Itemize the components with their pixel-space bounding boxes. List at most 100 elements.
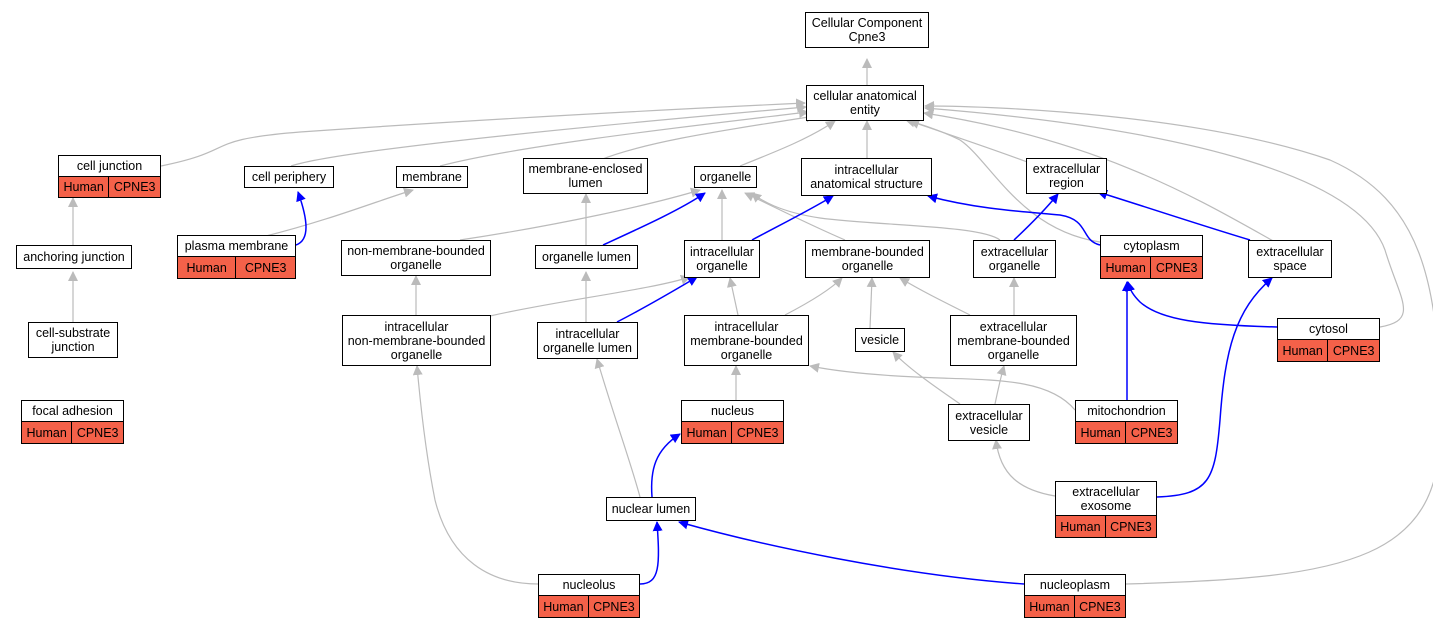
edge-exosome-exspace [1156, 277, 1273, 498]
edge-organelle-cae [739, 120, 836, 167]
edge-plasmamembrane-cellperiphery [295, 191, 307, 246]
node-plasma-membrane[interactable]: plasma membrane [177, 235, 296, 257]
annotation-extracellular-exosome: Human CPNE3 [1055, 516, 1157, 538]
gene-label: CPNE3 [235, 257, 295, 278]
node-cytoplasm[interactable]: cytoplasm [1100, 235, 1203, 257]
gene-label: CPNE3 [1073, 596, 1125, 617]
node-intracellular-membrane-bounded-organelle[interactable]: intracellular membrane-bounded organelle [684, 315, 809, 366]
node-extracellular-exosome[interactable]: extracellular exosome [1055, 481, 1157, 516]
edge-cytosol-cytoplasm [1125, 281, 1278, 328]
species-label: Human [1060, 519, 1101, 534]
node-extracellular-space[interactable]: extracellular space [1248, 240, 1332, 278]
edge-imbo-mbo [784, 277, 843, 316]
annotation-cytoplasm: Human CPNE3 [1100, 257, 1203, 279]
edge-exves-vesicle [892, 351, 961, 405]
gene-label: CPNE3 [587, 596, 639, 617]
species-label: Human [26, 425, 67, 440]
species-label: Human [63, 180, 104, 194]
annotation-mitochondrion: Human CPNE3 [1075, 422, 1178, 444]
annotation-nucleolus: Human CPNE3 [538, 596, 640, 618]
species-label: Human [1282, 343, 1323, 358]
edge-cytoplasm-cae [905, 117, 1101, 243]
edge-nuclumen-nucleus [650, 433, 681, 498]
edge-nuclumen-iol [594, 358, 641, 498]
gene-label: CPNE3 [108, 177, 160, 197]
edge-intraorg-ias [751, 195, 834, 241]
edge-orglumen-organelle [602, 192, 706, 246]
edge-exspace-cae [923, 109, 1276, 243]
edge-nucleolus-inmbo [412, 365, 539, 585]
gene-label: CPNE3 [731, 422, 783, 443]
node-extracellular-region[interactable]: extracellular region [1026, 158, 1107, 194]
node-cytosol[interactable]: cytosol [1277, 318, 1380, 340]
node-anchoring-junction[interactable]: anchoring junction [16, 245, 132, 269]
edge-inmbo-intraorg [489, 275, 691, 317]
edge-iol-intraorg [616, 276, 698, 323]
node-intracellular-anatomical-structure[interactable]: intracellular anatomical structure [801, 158, 932, 196]
species-label: Human [1029, 599, 1070, 614]
species-label: Human [543, 599, 584, 614]
gene-label: CPNE3 [71, 422, 123, 443]
node-mitochondrion[interactable]: mitochondrion [1075, 400, 1178, 422]
edge-exspace-exreg [1097, 189, 1251, 241]
annotation-nucleus: Human CPNE3 [681, 422, 784, 444]
annotation-focal-adhesion: Human CPNE3 [21, 422, 124, 444]
edge-mel-cae [599, 112, 816, 161]
edge-cytoplasm-ias [927, 193, 1101, 246]
edge-exorg-exreg-blue [1013, 193, 1059, 241]
gene-label: CPNE3 [1150, 257, 1202, 278]
node-organelle[interactable]: organelle [694, 166, 757, 188]
node-nucleus[interactable]: nucleus [681, 400, 784, 422]
node-membrane-bounded-organelle[interactable]: membrane-bounded organelle [805, 240, 930, 278]
gene-label: CPNE3 [1125, 422, 1177, 443]
annotation-plasma-membrane: Human CPNE3 [177, 257, 296, 279]
node-cell-substrate-junction[interactable]: cell-substrate junction [28, 322, 118, 358]
edge-nmbo-organelle [459, 187, 701, 241]
node-extracellular-vesicle[interactable]: extracellular vesicle [948, 404, 1030, 441]
node-membrane[interactable]: membrane [396, 166, 468, 188]
node-intracellular-non-membrane-bounded-organelle[interactable]: intracellular non-membrane-bounded organ… [342, 315, 491, 366]
edge-membrane-cae [439, 108, 809, 167]
node-nuclear-lumen[interactable]: nuclear lumen [606, 497, 696, 521]
edge-exosome-exves [992, 439, 1056, 497]
species-label: Human [1105, 260, 1146, 275]
edge-nucleoplasm-nuclumen [678, 519, 1025, 585]
node-intracellular-organelle-lumen[interactable]: intracellular organelle lumen [537, 322, 638, 359]
node-vesicle[interactable]: vesicle [855, 328, 905, 352]
edge-mito-imbo [809, 362, 1076, 411]
edge-cytosol-cae [924, 103, 1405, 328]
node-intracellular-organelle[interactable]: intracellular organelle [684, 240, 760, 278]
node-nucleoplasm[interactable]: nucleoplasm [1024, 574, 1126, 596]
edge-nucleoplasm-cae [924, 101, 1433, 585]
annotation-cell-junction: Human CPNE3 [58, 177, 161, 198]
gene-label: CPNE3 [1327, 340, 1379, 361]
node-cell-junction[interactable]: cell junction [58, 155, 161, 177]
node-non-membrane-bounded-organelle[interactable]: non-membrane-bounded organelle [341, 240, 491, 276]
node-cellular-anatomical-entity[interactable]: cellular anatomical entity [806, 85, 924, 121]
edge-exves-embo [994, 365, 1007, 405]
node-nucleolus[interactable]: nucleolus [538, 574, 640, 596]
node-cell-periphery[interactable]: cell periphery [244, 166, 334, 188]
edge-nucleolus-nuclumen [639, 521, 663, 585]
node-root[interactable]: Cellular Component Cpne3 [805, 12, 929, 48]
annotation-cytosol: Human CPNE3 [1277, 340, 1380, 362]
species-label: Human [186, 260, 227, 275]
edge-plasmamembrane-membrane [265, 187, 414, 237]
gene-label: CPNE3 [1104, 516, 1156, 537]
edge-exorg-organelle [751, 192, 1001, 241]
edge-celljunction-cae [160, 98, 806, 167]
annotation-nucleoplasm: Human CPNE3 [1024, 596, 1126, 618]
edge-vesicle-mbo [866, 277, 877, 329]
edge-embo-mbo [899, 277, 971, 316]
node-extracellular-membrane-bounded-organelle[interactable]: extracellular membrane-bounded organelle [950, 315, 1077, 366]
node-organelle-lumen[interactable]: organelle lumen [535, 245, 638, 269]
node-membrane-enclosed-lumen[interactable]: membrane-enclosed lumen [523, 158, 648, 194]
edge-cellperiphery-cae [290, 102, 807, 167]
node-extracellular-organelle[interactable]: extracellular organelle [973, 240, 1056, 278]
species-label: Human [686, 425, 727, 440]
species-label: Human [1080, 425, 1121, 440]
edge-imbo-intraorg [727, 277, 739, 316]
node-focal-adhesion[interactable]: focal adhesion [21, 400, 124, 422]
